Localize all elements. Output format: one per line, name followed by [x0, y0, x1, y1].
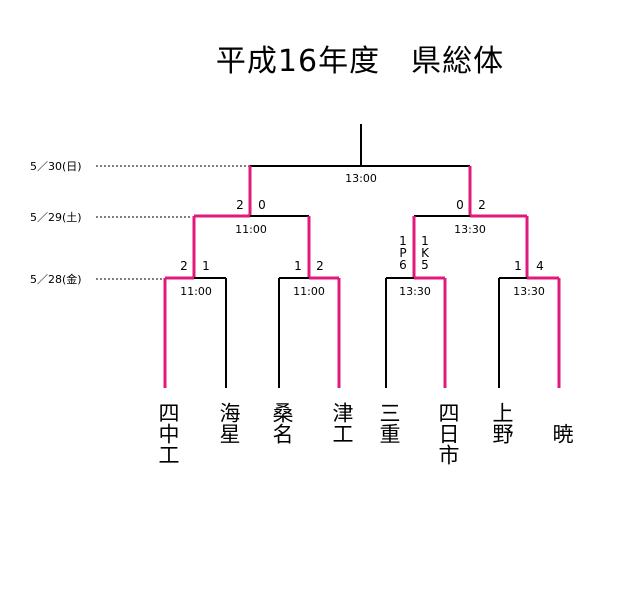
- team-2: 海星: [217, 402, 241, 444]
- score-semi-right-b: 2: [478, 198, 486, 212]
- page-title: 平成16年度 県総体: [215, 44, 505, 79]
- time-m4: 13:30: [513, 285, 545, 298]
- time-semi-right: 13:30: [454, 223, 486, 236]
- score-m1-a: 2: [180, 259, 188, 273]
- date-first: 5／28(金): [30, 272, 82, 286]
- time-m3: 13:30: [399, 285, 431, 298]
- score-m2-b: 2: [316, 259, 324, 273]
- score-m1-b: 1: [202, 259, 210, 273]
- team-1: 四中工: [156, 402, 180, 465]
- score-semi-left-b: 0: [258, 198, 266, 212]
- score-m4-a: 1: [514, 259, 522, 273]
- team-8: 暁: [550, 423, 574, 444]
- m3a-char: P: [399, 246, 406, 260]
- team-3: 桑名: [270, 402, 294, 444]
- score-semi-left-a: 2: [236, 198, 244, 212]
- score-semi-right-a: 0: [456, 198, 464, 212]
- time-m1: 11:00: [180, 285, 212, 298]
- m3b-char: 5: [421, 258, 429, 272]
- score-m3-a: 1P6: [399, 234, 407, 272]
- score-m2-a: 1: [294, 259, 302, 273]
- date-final: 5／30(日): [30, 160, 82, 173]
- date-semi: 5／29(土): [30, 211, 82, 224]
- team-7: 上野: [490, 402, 514, 444]
- m3a-char: 6: [399, 258, 407, 272]
- m3a-char: 1: [399, 234, 407, 248]
- team-4: 津工: [330, 402, 354, 444]
- team-5: 三重: [377, 402, 401, 444]
- score-m4-b: 4: [536, 259, 544, 273]
- team-6: 四日市: [436, 402, 460, 465]
- time-semi-left: 11:00: [235, 223, 267, 236]
- score-m3-b: 1K5: [421, 234, 430, 272]
- m3b-char: 1: [421, 234, 429, 248]
- time-final: 13:00: [345, 172, 377, 185]
- m3b-char: K: [421, 246, 430, 260]
- time-m2: 11:00: [293, 285, 325, 298]
